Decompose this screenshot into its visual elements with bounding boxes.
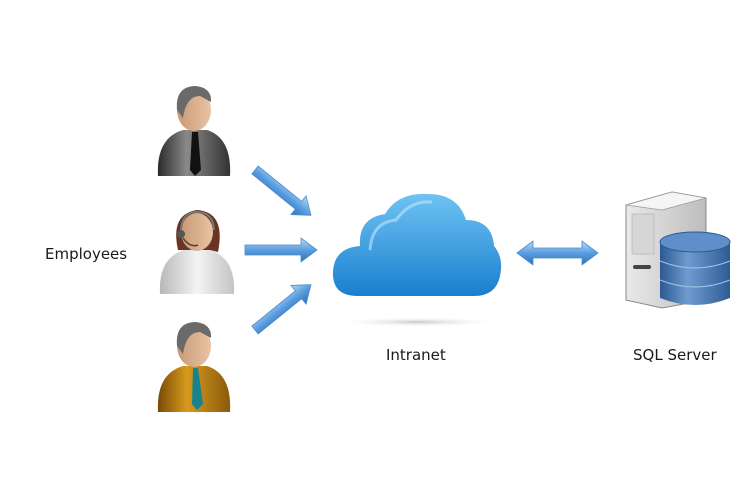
employees-label: Employees (45, 245, 128, 263)
intranet-label: Intranet (386, 346, 446, 364)
employee-3-icon (157, 322, 231, 412)
employee-1-icon (157, 86, 231, 176)
database-server-icon (625, 191, 731, 309)
employee-2-icon (159, 210, 235, 294)
arrow-employee-3-to-intranet (251, 284, 312, 335)
arrow-intranet-sql-server-bidirectional (516, 240, 599, 266)
arrow-employee-1-to-intranet (251, 165, 312, 216)
cloud-icon (332, 193, 503, 327)
arrow-employee-2-to-intranet (244, 237, 318, 263)
sql-server-label: SQL Server (633, 346, 717, 364)
